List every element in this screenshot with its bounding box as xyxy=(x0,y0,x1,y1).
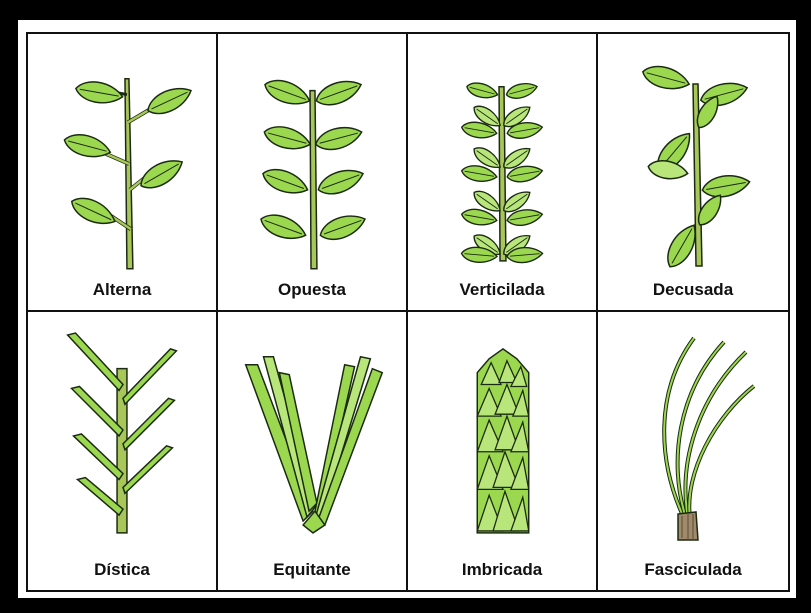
label-opuesta: Opuesta xyxy=(218,280,406,300)
label-imbricada: Imbricada xyxy=(408,560,596,580)
decussate-leaf-arrangement-icon xyxy=(598,34,788,274)
cell-equitante: Equitante xyxy=(218,312,408,590)
alternate-leaf-arrangement-icon xyxy=(28,34,216,274)
label-verticilada: Verticilada xyxy=(408,280,596,300)
label-decusada: Decusada xyxy=(598,280,788,300)
whorled-leaf-arrangement-icon xyxy=(408,34,596,274)
label-equitante: Equitante xyxy=(218,560,406,580)
cell-fasciculada: Fasciculada xyxy=(598,312,788,590)
fascicled-leaf-arrangement-icon xyxy=(598,312,788,552)
label-fasciculada: Fasciculada xyxy=(598,560,788,580)
cell-imbricada: Imbricada xyxy=(408,312,598,590)
leaf-arrangement-grid: Alterna Opuesta xyxy=(26,32,790,592)
cell-decusada: Decusada xyxy=(598,34,788,312)
distichous-leaf-arrangement-icon xyxy=(28,312,216,552)
label-alterna: Alterna xyxy=(28,280,216,300)
imbricate-leaf-arrangement-icon xyxy=(408,312,596,552)
label-distica: Dística xyxy=(28,560,216,580)
cell-alterna: Alterna xyxy=(28,34,218,312)
diagram-sheet: Alterna Opuesta xyxy=(18,20,796,598)
cell-opuesta: Opuesta xyxy=(218,34,408,312)
equitant-leaf-arrangement-icon xyxy=(218,312,406,552)
cell-verticilada: Verticilada xyxy=(408,34,598,312)
opposite-leaf-arrangement-icon xyxy=(218,34,406,274)
cell-distica: Dística xyxy=(28,312,218,590)
